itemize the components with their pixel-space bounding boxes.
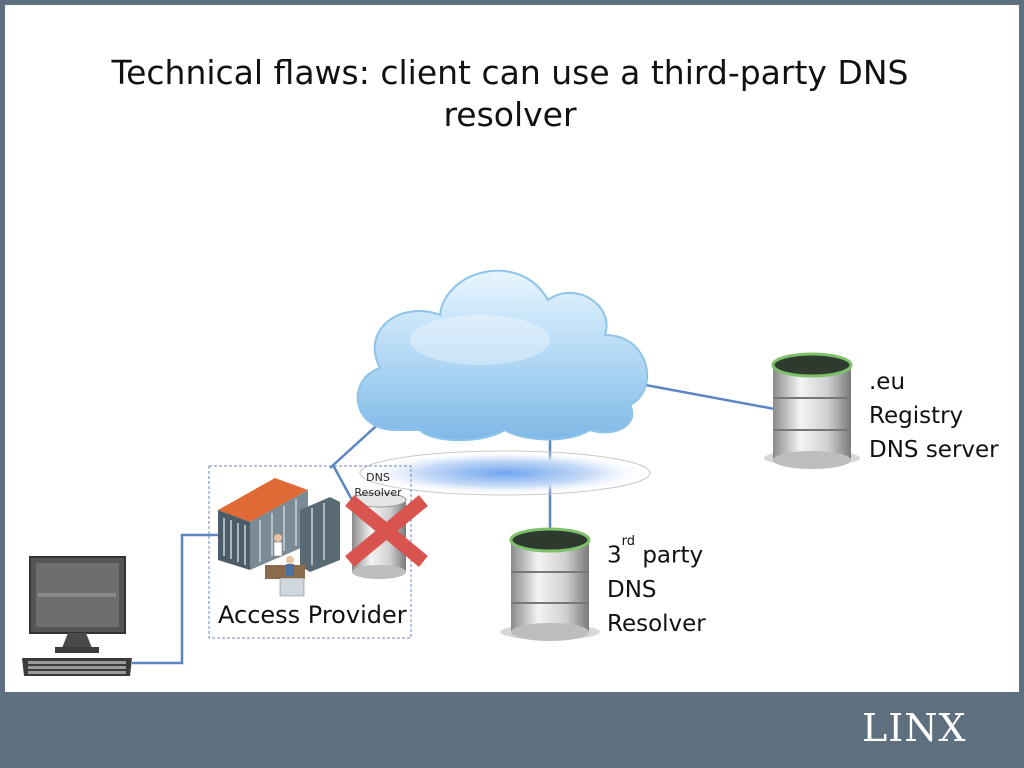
connection-lines	[132, 382, 781, 665]
slide-footer	[0, 692, 1024, 768]
linx-logo: LINX	[862, 706, 967, 750]
eu-registry-label-line2: Registry	[869, 403, 964, 429]
client-computer-icon	[22, 556, 132, 676]
eu-registry-label: .eu Registry DNS server	[869, 365, 999, 467]
cloud-shadow	[359, 450, 651, 496]
internet-cloud-icon	[356, 269, 649, 442]
third-party-ordinal: rd	[621, 534, 636, 549]
isp-resolver-label: DNS Resolver	[348, 470, 408, 500]
link-pc-to-access	[132, 533, 222, 665]
datacenter-icon	[218, 478, 340, 597]
logo-main-text: LIN	[862, 706, 939, 750]
logo-x-text: X	[938, 706, 967, 750]
eu-registry-label-line1: .eu	[869, 369, 906, 395]
third-party-label-line2: DNS	[607, 576, 657, 603]
eu-registry-label-line3: DNS server	[869, 437, 999, 463]
third-party-label-line1: 3rd party	[607, 534, 706, 573]
third-party-word: party	[635, 542, 704, 569]
link-resolver-to-cloud	[331, 464, 354, 501]
link-cloud-to-eu	[639, 382, 781, 412]
slide-title: Technical flaws: client can use a third-…	[111, 53, 909, 134]
access-provider-label: Access Provider	[218, 601, 407, 629]
third-party-resolver-icon	[500, 527, 600, 641]
blocked-cross-icon	[345, 495, 428, 567]
third-party-label-line3: Resolver	[607, 610, 706, 637]
third-party-number: 3	[607, 542, 622, 569]
isp-resolver-label-line1: DNS	[366, 471, 390, 484]
eu-registry-server-icon	[764, 352, 860, 469]
third-party-resolver-label: 3rd party DNS Resolver	[607, 534, 706, 641]
isp-resolver-label-line2: Resolver	[354, 486, 402, 499]
